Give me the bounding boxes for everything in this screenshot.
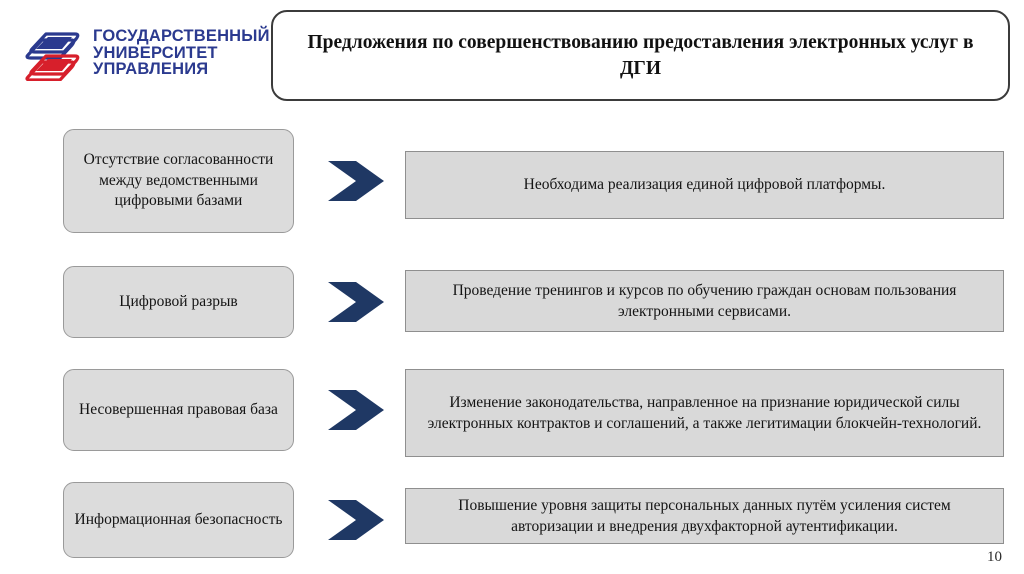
logo-line-1: ГОСУДАРСТВЕННЫЙ <box>93 26 270 45</box>
diagram-row: Несовершенная правовая база Изменение за… <box>0 369 1024 457</box>
chevron-right-arrow-icon <box>328 161 384 201</box>
solution-box: Необходима реализация единой цифровой пл… <box>405 151 1004 219</box>
chevron-right-arrow-icon <box>328 390 384 430</box>
solution-box: Повышение уровня защиты персональных дан… <box>405 488 1004 544</box>
logo-line-2: УНИВЕРСИТЕТ <box>93 43 218 62</box>
problem-box: Отсутствие согласованности между ведомст… <box>63 129 294 233</box>
solution-box: Изменение законодательства, направленное… <box>405 369 1004 457</box>
chevron-right-arrow-icon <box>328 500 384 540</box>
diagram-row: Информационная безопасность Повышение ур… <box>0 482 1024 558</box>
logo-line-3: УПРАВЛЕНИЯ <box>93 60 209 79</box>
slide-title-box: Предложения по совершенствованию предост… <box>271 10 1010 101</box>
page-number: 10 <box>987 549 1002 565</box>
chevron-right-arrow-icon <box>328 282 384 322</box>
problem-box: Цифровой разрыв <box>63 266 294 338</box>
university-emblem-icon <box>25 32 80 81</box>
problem-box: Несовершенная правовая база <box>63 369 294 451</box>
solution-box: Проведение тренингов и курсов по обучени… <box>405 270 1004 332</box>
university-logo: ГОСУДАРСТВЕННЫЙ УНИВЕРСИТЕТ УПРАВЛЕНИЯ <box>22 22 272 84</box>
slide-title: Предложения по совершенствованию предост… <box>307 31 974 79</box>
problem-box: Информационная безопасность <box>63 482 294 558</box>
diagram-row: Цифровой разрыв Проведение тренингов и к… <box>0 266 1024 338</box>
logo-wordmark: ГОСУДАРСТВЕННЫЙ УНИВЕРСИТЕТ УПРАВЛЕНИЯ <box>93 26 270 79</box>
diagram-row: Отсутствие согласованности между ведомст… <box>0 129 1024 233</box>
